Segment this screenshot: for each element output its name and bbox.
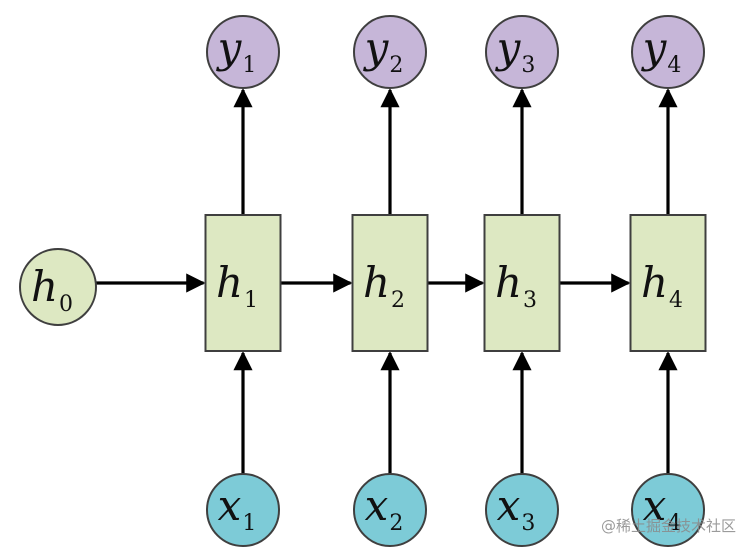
output-label-1-letter: y: [216, 23, 243, 72]
input-label-1-subscript: 1: [242, 511, 256, 536]
hidden-state-label-4-letter: h: [641, 258, 668, 307]
output-label-4-subscript: 4: [667, 53, 681, 78]
output-node-2: [353, 15, 427, 89]
hidden-state-box-3: [483, 214, 561, 352]
input-label-1-letter: x: [218, 481, 242, 530]
output-label-3-subscript: 3: [521, 53, 535, 78]
initial-state-label-subscript: 0: [59, 292, 73, 317]
input-label-3-subscript: 3: [521, 511, 535, 536]
output-node-4: [631, 15, 705, 89]
hidden-state-label-1: h1: [216, 258, 258, 313]
input-label-4-letter: x: [643, 481, 667, 530]
output-label-4: y4: [641, 23, 682, 78]
output-label-2: y2: [363, 23, 404, 78]
output-label-4-letter: y: [641, 23, 668, 72]
hidden-state-label-3-letter: h: [495, 258, 522, 307]
hidden-state-box-2: [351, 214, 429, 352]
output-label-2-subscript: 2: [389, 53, 403, 78]
hidden-state-box-1: [204, 214, 282, 352]
hidden-state-label-4: h4: [641, 258, 683, 313]
input-label-2: x2: [365, 481, 404, 536]
input-label-2-letter: x: [365, 481, 389, 530]
hidden-state-box-4: [629, 214, 707, 352]
output-label-3-letter: y: [495, 23, 522, 72]
input-label-4-subscript: 4: [667, 511, 681, 536]
input-node-2: [353, 473, 427, 547]
hidden-state-label-1-letter: h: [216, 258, 243, 307]
edges-layer: [96, 88, 678, 474]
output-label-1: y1: [216, 23, 257, 78]
input-node-1: [206, 473, 280, 547]
watermark: @稀土掘金技术社区: [600, 517, 736, 535]
initial-state-label: h0: [31, 262, 73, 317]
hidden-state-label-2: h2: [363, 258, 405, 313]
hidden-state-label-3: h3: [495, 258, 537, 313]
input-node-4: [631, 473, 705, 547]
input-label-1: x1: [218, 481, 257, 536]
output-node-3: [485, 15, 559, 89]
nodes-layer: [19, 15, 707, 547]
input-label-3: x3: [497, 481, 536, 536]
output-label-2-letter: y: [363, 23, 390, 72]
hidden-state-label-2-subscript: 2: [391, 288, 405, 313]
hidden-state-label-1-subscript: 1: [244, 288, 258, 313]
hidden-state-label-3-subscript: 3: [523, 288, 537, 313]
input-label-4: x4: [643, 481, 682, 536]
input-label-3-letter: x: [497, 481, 521, 530]
output-node-1: [206, 15, 280, 89]
input-node-3: [485, 473, 559, 547]
initial-state-label-letter: h: [31, 262, 58, 311]
output-label-1-subscript: 1: [242, 53, 256, 78]
hidden-state-label-2-letter: h: [363, 258, 390, 307]
output-label-3: y3: [495, 23, 536, 78]
initial-state-node: [19, 248, 97, 326]
hidden-state-label-4-subscript: 4: [669, 288, 683, 313]
input-label-2-subscript: 2: [389, 511, 403, 536]
